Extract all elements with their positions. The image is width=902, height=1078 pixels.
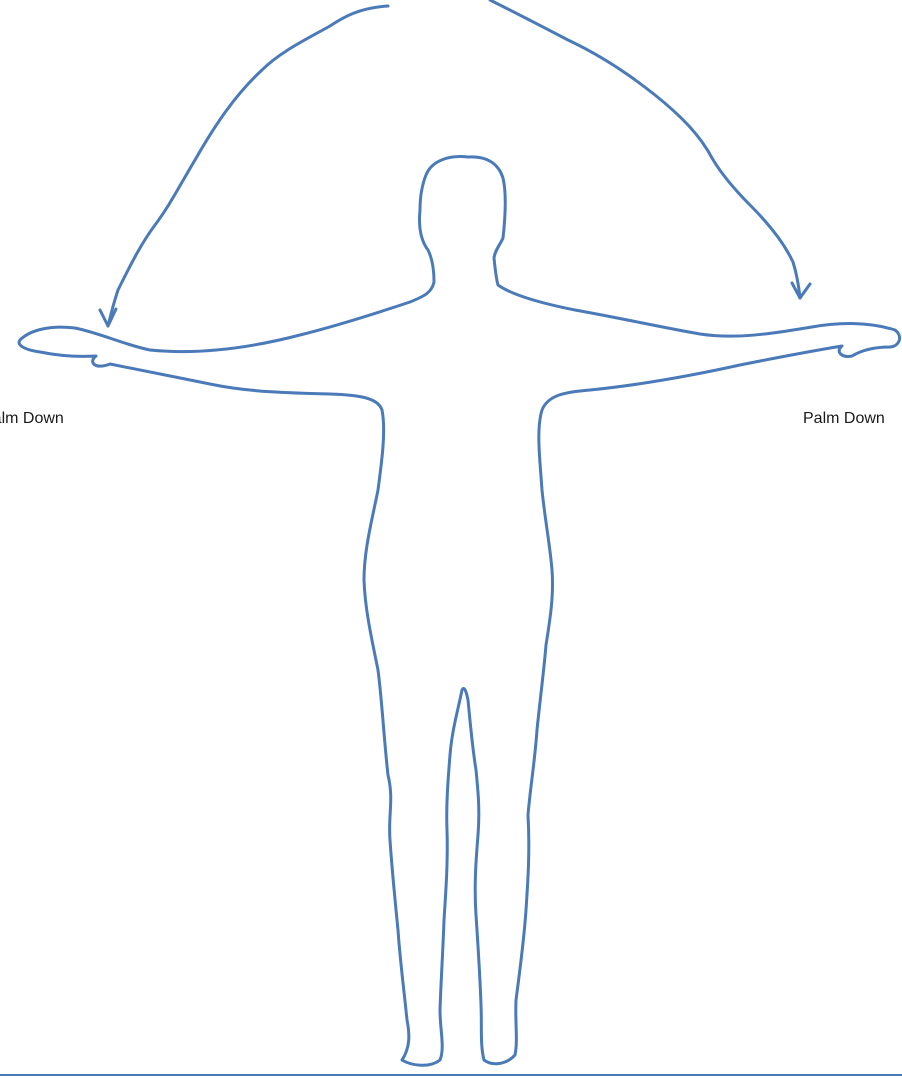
arrowhead-left <box>100 309 116 326</box>
human-silhouette <box>19 157 900 1066</box>
motion-arc-left <box>108 6 388 326</box>
motion-arc-right <box>490 0 800 298</box>
palm-down-label-right: Palm Down <box>803 410 885 428</box>
palm-down-label-left: Palm Down <box>0 410 64 428</box>
arrowhead-right <box>792 283 810 298</box>
